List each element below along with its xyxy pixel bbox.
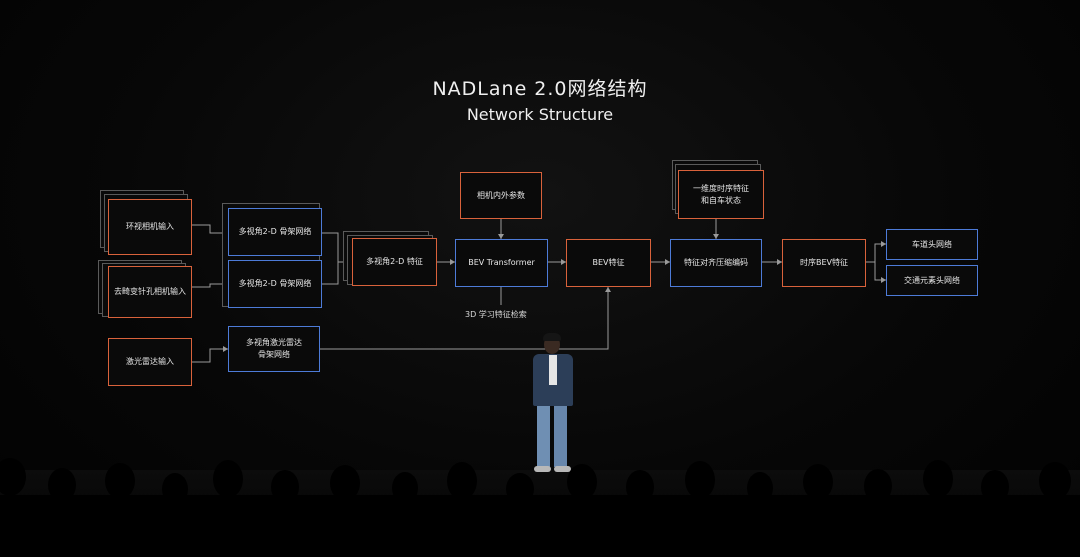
presenter-shoe xyxy=(554,466,571,472)
learned-feature-retrieval-label: 3D 学习特征检索 xyxy=(465,310,527,319)
node-label-line1: 多视角激光雷达 xyxy=(246,338,302,347)
features-2d-node: 多视角2-D 特征 xyxy=(352,238,437,286)
temporal-bev-node: 时序BEV特征 xyxy=(782,239,866,287)
node-label-line2: 骨架网络 xyxy=(258,350,290,359)
temporal-features-node: 一维度时序特征 和自车状态 xyxy=(678,170,764,219)
node-label: 特征对齐压缩编码 xyxy=(684,258,748,267)
backbone-2d-node-b: 多视角2-D 骨架网络 xyxy=(228,260,322,308)
fisheye-camera-input-node: 去畸变针孔相机输入 xyxy=(108,266,192,318)
wire-to-lane-head xyxy=(866,243,886,263)
node-label: 一维度时序特征 和自车状态 xyxy=(689,183,753,207)
node-label: 多视角2-D 骨架网络 xyxy=(238,279,312,288)
node-label: BEV Transformer xyxy=(468,258,535,267)
presenter-shoe xyxy=(534,466,551,472)
node-label: 多视角2-D 特征 xyxy=(366,257,423,266)
presenter-hair xyxy=(543,333,561,341)
node-label: 车道头网络 xyxy=(912,239,952,249)
node-label: 相机内外参数 xyxy=(477,190,525,200)
feature-align-node: 特征对齐压缩编码 xyxy=(670,239,762,287)
presenter-shirt xyxy=(549,355,557,385)
lidar-backbone-node: 多视角激光雷达 骨架网络 xyxy=(228,326,320,372)
node-label: BEV特征 xyxy=(592,258,625,267)
wire-backbone-b-to-features xyxy=(322,262,339,285)
diagram-subtitle: Network Structure xyxy=(466,105,614,124)
audience-silhouettes xyxy=(0,458,1080,557)
bev-features-node: BEV特征 xyxy=(566,239,651,287)
presenter-leg xyxy=(554,405,567,467)
node-label: 时序BEV特征 xyxy=(799,258,848,267)
wire-fisheye-to-backbone xyxy=(192,283,228,288)
camera-params-node: 相机内外参数 xyxy=(460,172,542,219)
wire-surround-to-backbone xyxy=(192,224,228,234)
surround-camera-input-node: 环视相机输入 xyxy=(108,199,192,255)
bev-transformer-node: BEV Transformer xyxy=(455,239,548,287)
traffic-head-node: 交通元素头网络 xyxy=(886,265,978,296)
lane-head-node: 车道头网络 xyxy=(886,229,978,260)
node-label: 交通元素头网络 xyxy=(904,275,960,285)
presenter-figure xyxy=(525,333,580,475)
node-label: 激光雷达输入 xyxy=(126,357,174,366)
backbone-2d-node-a: 多视角2-D 骨架网络 xyxy=(228,208,322,256)
node-label: 多视角2-D 骨架网络 xyxy=(238,227,312,236)
lidar-input-node: 激光雷达输入 xyxy=(108,338,192,386)
node-label-line1: 一维度时序特征 xyxy=(693,183,749,193)
wire-lidar-to-bev xyxy=(320,287,609,350)
node-label: 多视角激光雷达 骨架网络 xyxy=(242,337,306,361)
diagram-title: NADLane 2.0网络结构 xyxy=(432,78,648,100)
wire-lidar-to-backbone xyxy=(192,348,228,363)
presenter-leg xyxy=(537,405,550,467)
wire-to-traffic-head xyxy=(874,262,886,281)
node-label: 去畸变针孔相机输入 xyxy=(114,287,186,296)
node-label-line2: 和自车状态 xyxy=(701,195,741,205)
node-label: 环视相机输入 xyxy=(126,222,174,231)
